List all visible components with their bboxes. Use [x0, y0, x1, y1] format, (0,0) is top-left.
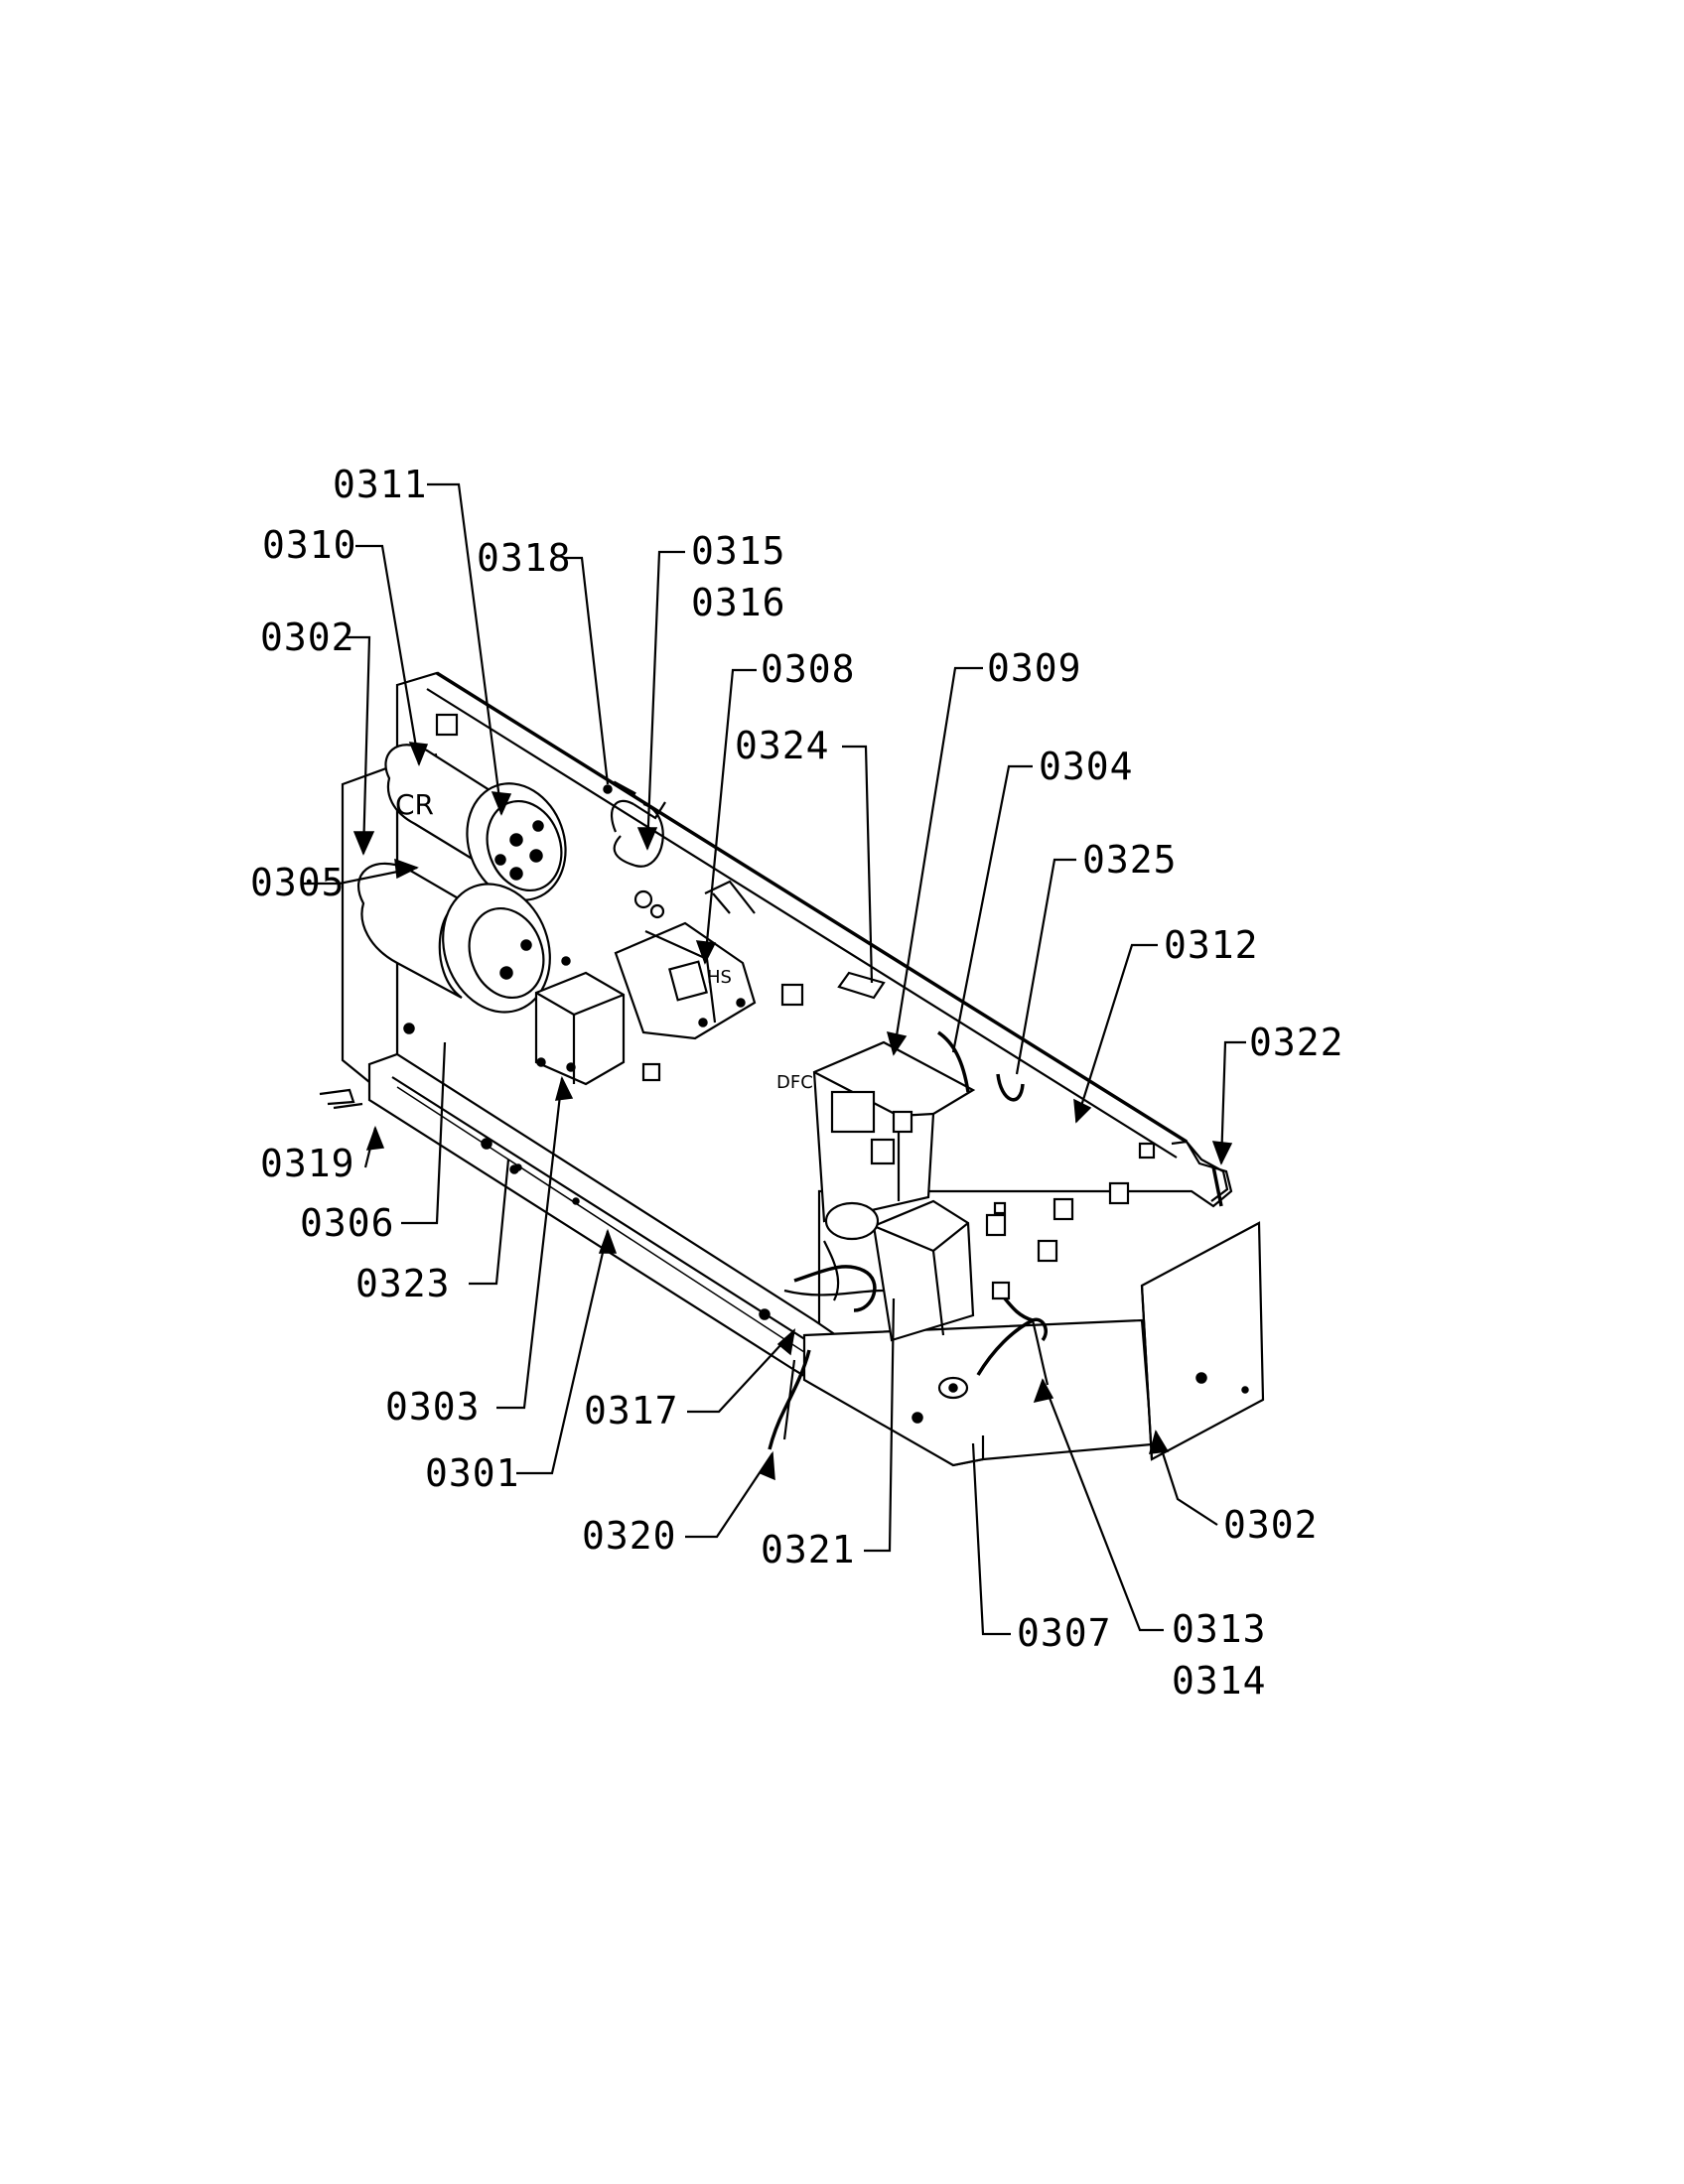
- control-board: DFC: [776, 1040, 976, 1223]
- label-0314: 0314: [1172, 1659, 1267, 1703]
- label-0311: 0311: [333, 463, 428, 506]
- capacitor-mark-cr: CR: [395, 788, 434, 821]
- panel-holes: [435, 713, 1156, 1263]
- label-0301: 0301: [425, 1451, 520, 1495]
- wire-guide: [936, 1030, 970, 1093]
- control-panel-assembly: CR: [319, 671, 1265, 1467]
- label-0305: 0305: [250, 861, 346, 904]
- terminal-cover: [872, 1199, 975, 1342]
- label-0303: 0303: [385, 1385, 481, 1429]
- wire-clip: [996, 1073, 1025, 1102]
- label-0319: 0319: [260, 1142, 355, 1185]
- label-0302-right: 0302: [1223, 1503, 1319, 1547]
- label-0307: 0307: [1017, 1611, 1112, 1655]
- label-0306: 0306: [300, 1201, 395, 1245]
- label-0316: 0316: [691, 581, 786, 624]
- start-capacitor: [357, 862, 571, 1014]
- board-mark-dfc: DFC: [776, 1072, 813, 1093]
- label-0322: 0322: [1249, 1021, 1344, 1064]
- label-0325: 0325: [1082, 838, 1178, 882]
- label-0304: 0304: [1039, 745, 1134, 788]
- label-0317: 0317: [584, 1389, 679, 1433]
- label-0310: 0310: [262, 523, 357, 567]
- label-0315: 0315: [691, 529, 786, 573]
- bottom-floor-plate: [802, 1318, 1154, 1467]
- ground-wire: [976, 1281, 1050, 1386]
- power-cord: [768, 1349, 811, 1450]
- label-0320: 0320: [582, 1514, 677, 1558]
- switch-mark-hs: HS: [707, 967, 732, 988]
- label-0313: 0313: [1172, 1607, 1267, 1651]
- label-0312: 0312: [1164, 923, 1259, 967]
- grommet: [937, 1376, 969, 1400]
- right-end-bracket: [1140, 1221, 1265, 1461]
- label-0309: 0309: [987, 646, 1082, 690]
- wire-harness: [783, 1201, 885, 1312]
- label-0302-left: 0302: [260, 615, 355, 659]
- label-0323: 0323: [355, 1262, 451, 1305]
- label-0318: 0318: [477, 536, 572, 580]
- relay: [534, 971, 626, 1086]
- label-0321: 0321: [761, 1528, 856, 1571]
- leader-lines: [302, 482, 1246, 1636]
- label-0308: 0308: [761, 647, 856, 691]
- part-labels: 0311 0310 0318 0315 0316 0302 0308 0309 …: [250, 463, 1344, 1703]
- label-0324: 0324: [735, 724, 830, 767]
- thermostat: [610, 780, 666, 919]
- arrowheads: [352, 742, 1233, 1481]
- run-capacitor: CR: [384, 744, 567, 901]
- selector-switch: HS: [614, 880, 757, 1040]
